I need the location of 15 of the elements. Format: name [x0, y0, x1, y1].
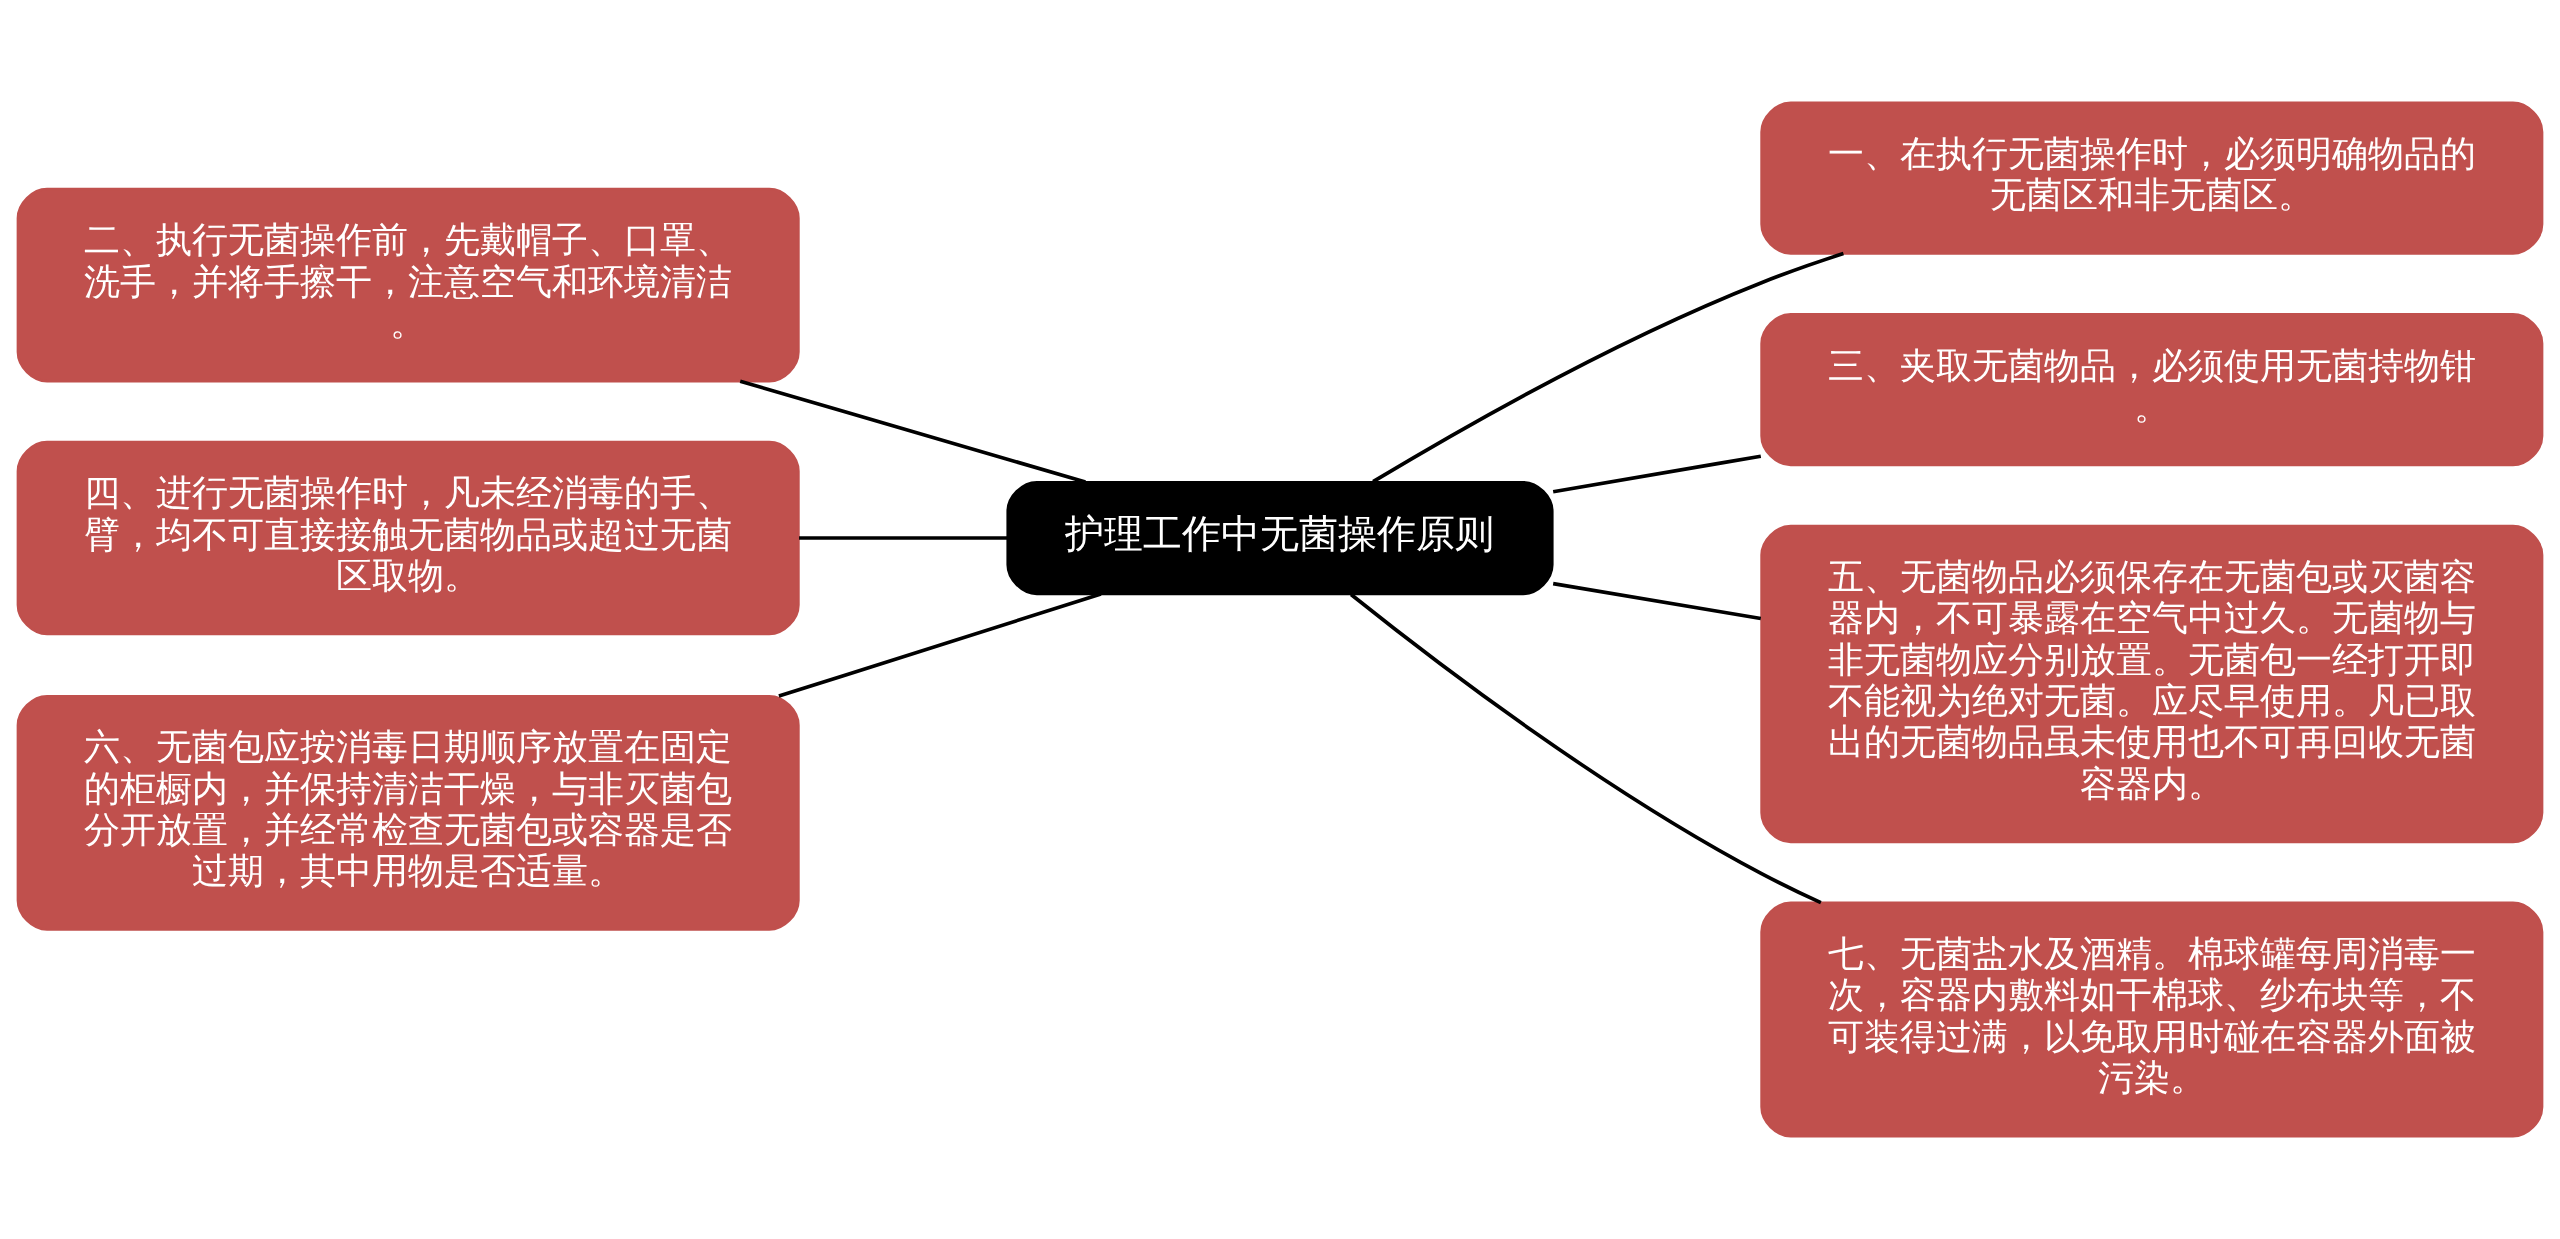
connector: [1372, 251, 1844, 484]
connector: [778, 592, 1102, 698]
connector: [739, 379, 1086, 484]
node-box: 四、进行无菌操作时，凡未经消毒的手、臂，均不可直接接触无菌物品或超过无菌区取物。: [16, 440, 800, 636]
node-box: 护理工作中无菌操作原则: [1006, 480, 1554, 596]
node-box: 一、在执行无菌操作时，必须明确物品的无菌区和非无菌区。: [1760, 101, 2544, 255]
node-box: 三、夹取无菌物品，必须使用无菌持物钳。: [1760, 313, 2544, 467]
node-box: 七、无菌盐水及酒精。棉球罐每周消毒一次，容器内敷料如干棉球、纱布块等，不可装得过满，以免取用时碰在容器外面被污染。: [1760, 901, 2544, 1138]
connector: [1552, 454, 1762, 494]
node-box: 五、无菌物品必须保存在无菌包或灭菌容器内，不可暴露在空气中过久。无菌物与非无菌物应分别放置。无菌包一经打开即不能视为绝对无菌。应尽早使用。凡已取出的无菌物品虽未使用也不可再回收无菌容器内。: [1760, 524, 2544, 844]
connector: [799, 536, 1008, 540]
node-box: 六、无菌包应按消毒日期顺序放置在固定的柜橱内，并保持清洁干燥，与非灭菌包分开放置，并经常检查无菌包或容器是否过期，其中用物是否适量。: [16, 694, 800, 931]
connector: [1552, 581, 1762, 621]
node-box: 二、执行无菌操作前，先戴帽子、口罩、洗手，并将手擦干，注意空气和环境清洁。: [16, 187, 800, 383]
connector: [1349, 593, 1822, 905]
